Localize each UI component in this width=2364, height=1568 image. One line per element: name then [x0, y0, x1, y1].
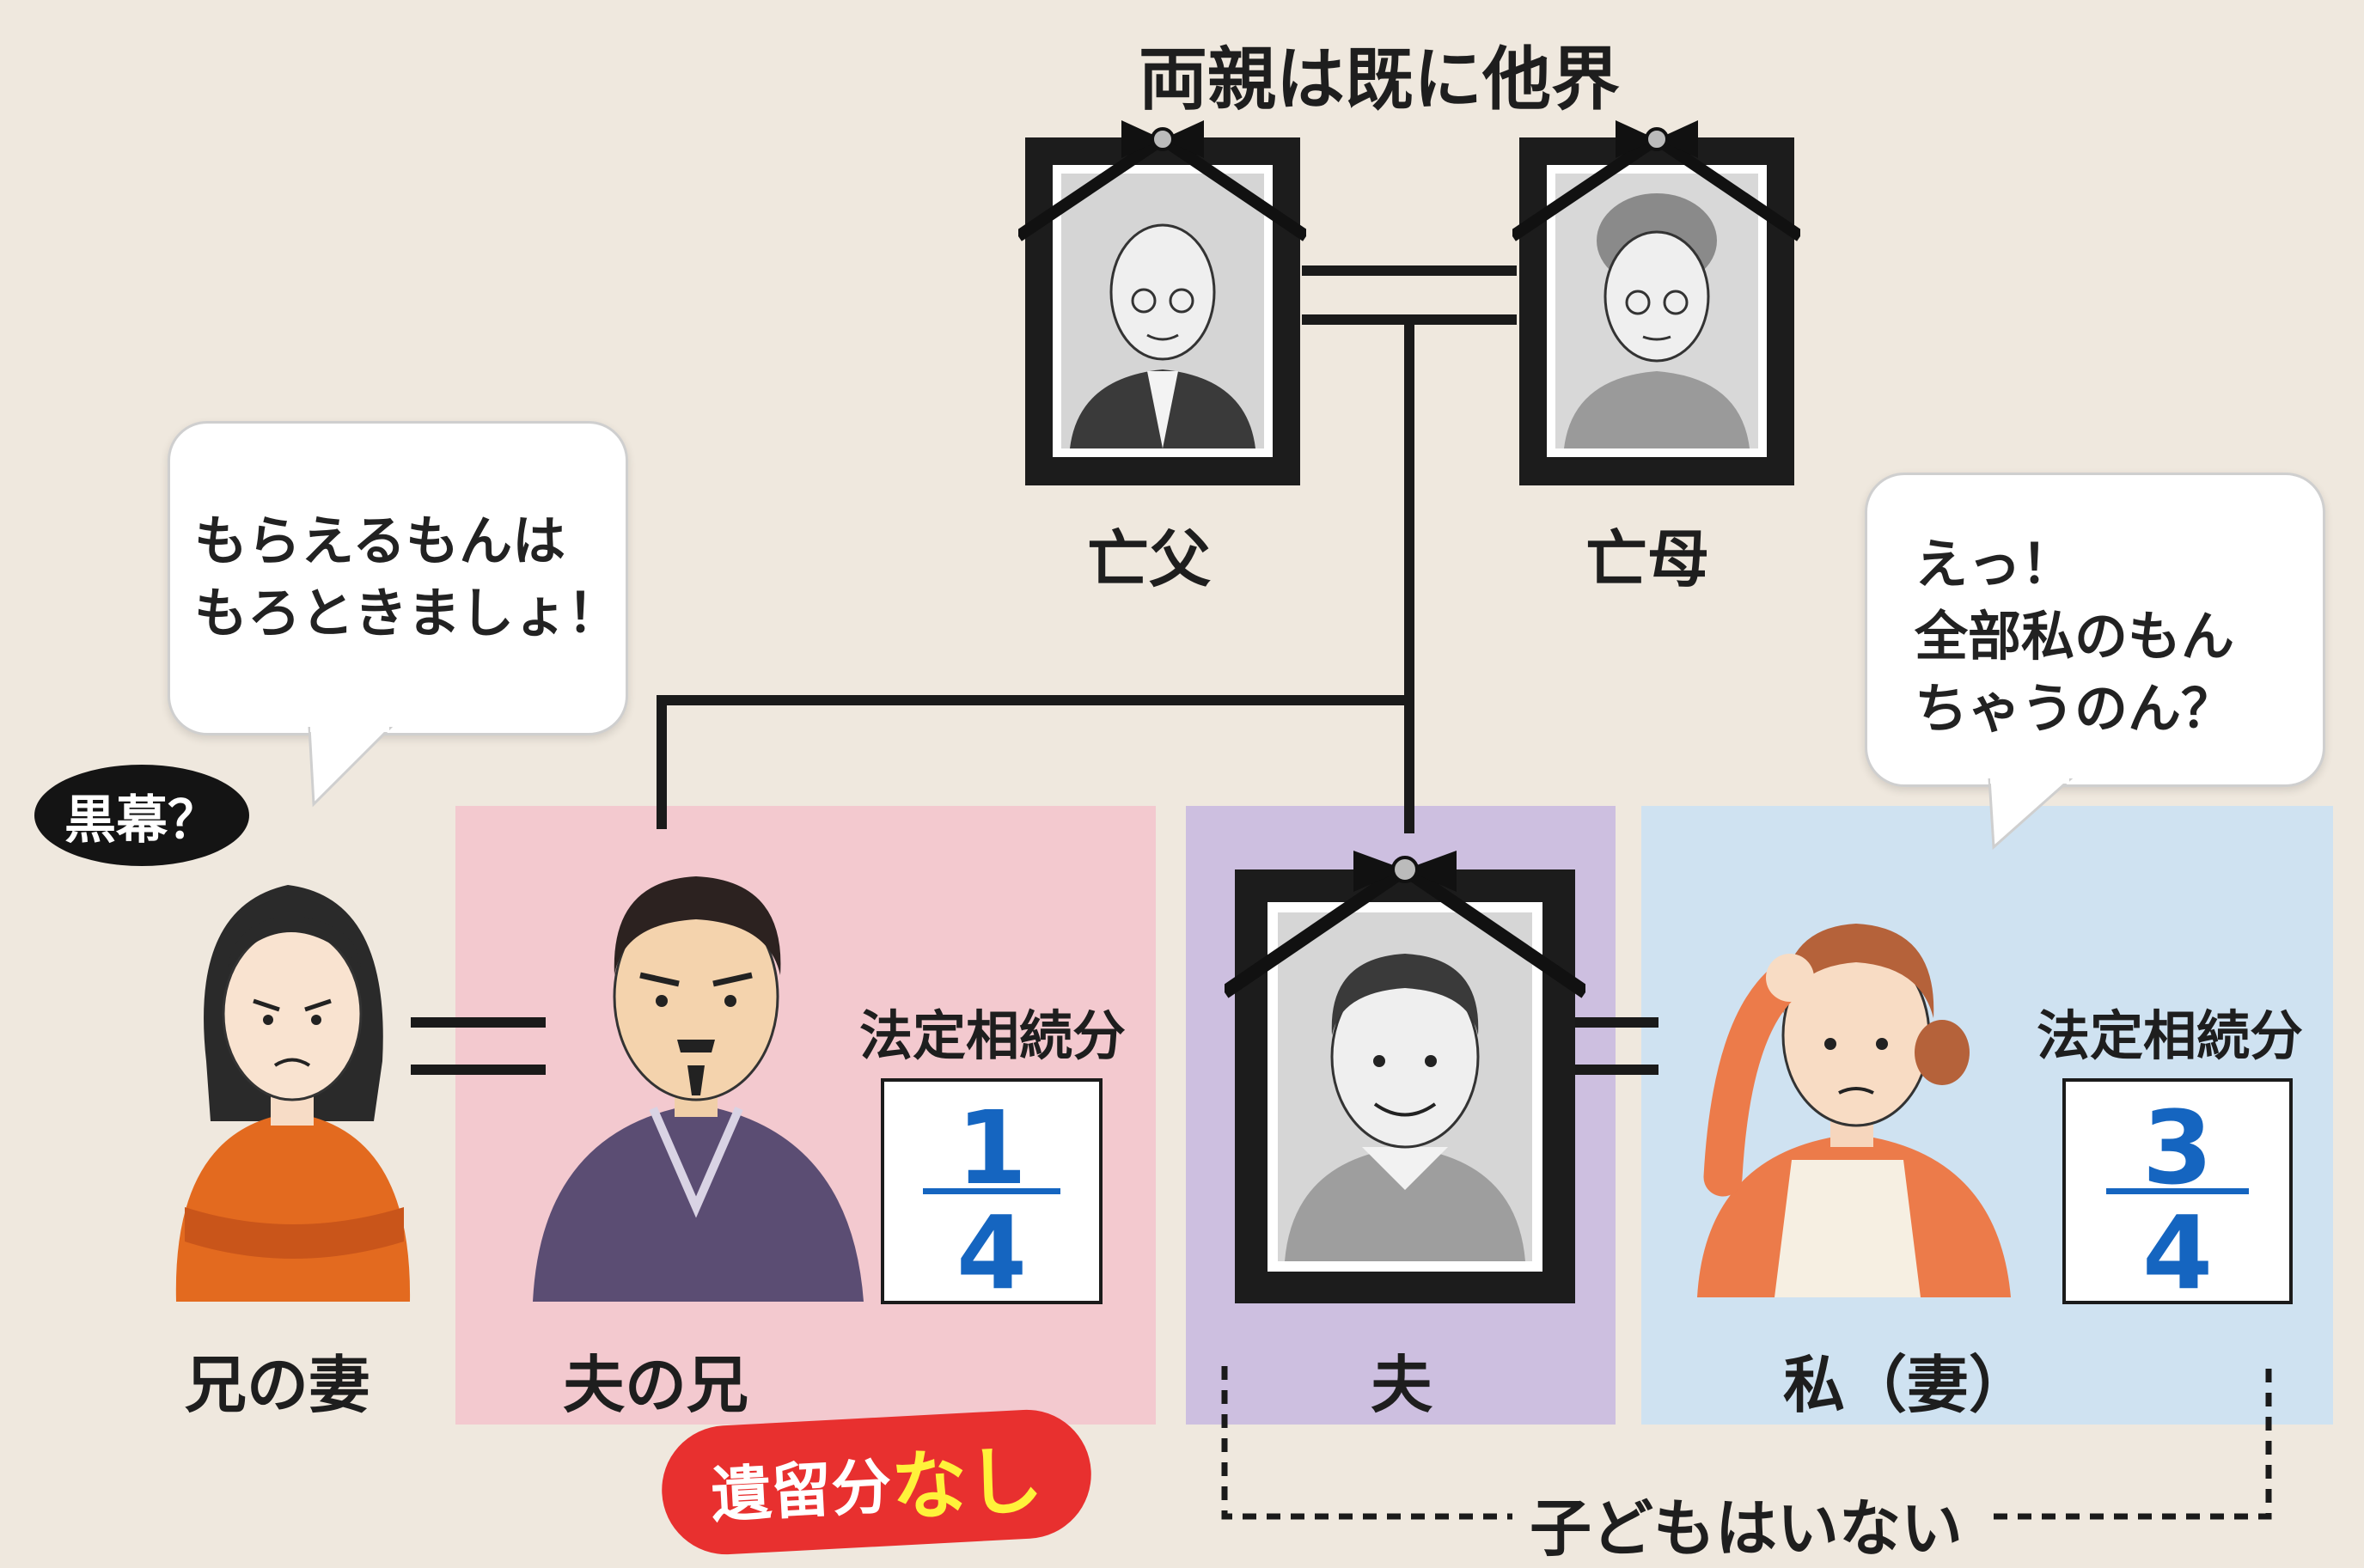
right-bubble-line-2: 全部私のもん — [1915, 605, 2235, 668]
mother-label: 亡母 — [1585, 523, 1710, 595]
right-speech-bubble: えっ！ 全部私のもん ちゃうのん？ — [1865, 473, 2325, 787]
husband-label: 夫 — [1371, 1349, 1433, 1421]
wife-share-fraction: 3 4 — [2062, 1078, 2293, 1304]
left-bubble-tail — [308, 727, 394, 808]
right-bubble-tail — [1988, 778, 2074, 851]
no-children-label: 子どもはいない — [1530, 1492, 1964, 1565]
right-bubble-line-3: ちゃうのん？ — [1915, 677, 2235, 740]
brother-share-bar — [923, 1188, 1060, 1194]
right-bubble-line-1: えっ！ — [1915, 533, 2075, 595]
wife-share-label: 法定相続分 — [2037, 1004, 2304, 1067]
no-reserve-badge: 遺留分 なし — [658, 1406, 1095, 1558]
page-title: 両親は既に他界 — [1139, 40, 1620, 119]
father-label: 亡父 — [1087, 523, 1212, 595]
left-bubble-line-2: もろときましょ！ — [194, 582, 621, 644]
wife-share-denominator: 4 — [2141, 1193, 2214, 1312]
no-reserve-text-white: 遺留分 — [709, 1450, 894, 1531]
brothers-wife-label: 兄の妻 — [185, 1349, 371, 1421]
wife-share-numerator: 3 — [2141, 1089, 2214, 1207]
mastermind-badge: 黒幕？ — [34, 765, 249, 866]
wife-label: 私（妻） — [1783, 1349, 2031, 1421]
brother-share-label: 法定相続分 — [859, 1004, 1127, 1067]
wife-share-bar — [2105, 1188, 2250, 1194]
brother-share-fraction: 1 4 — [881, 1078, 1103, 1304]
husband-portrait-icon — [1225, 851, 1585, 1303]
wife-icon — [1697, 924, 2011, 1297]
left-bubble-line-1: もらえるもんは — [194, 509, 566, 572]
mother-portrait-icon — [1512, 120, 1800, 485]
brothers-wife-icon — [175, 885, 411, 1302]
brother-share-denominator: 4 — [956, 1193, 1028, 1312]
left-speech-bubble: もらえるもんは もろときましょ！ — [168, 421, 628, 735]
brother-share-numerator: 1 — [956, 1089, 1028, 1207]
father-portrait-icon — [1018, 120, 1306, 485]
no-reserve-text-yellow: なし — [889, 1435, 1045, 1532]
husbands-brother-icon — [533, 876, 864, 1302]
mastermind-badge-text: 黒幕？ — [64, 790, 219, 851]
husbands-brother-label: 夫の兄 — [563, 1349, 749, 1421]
